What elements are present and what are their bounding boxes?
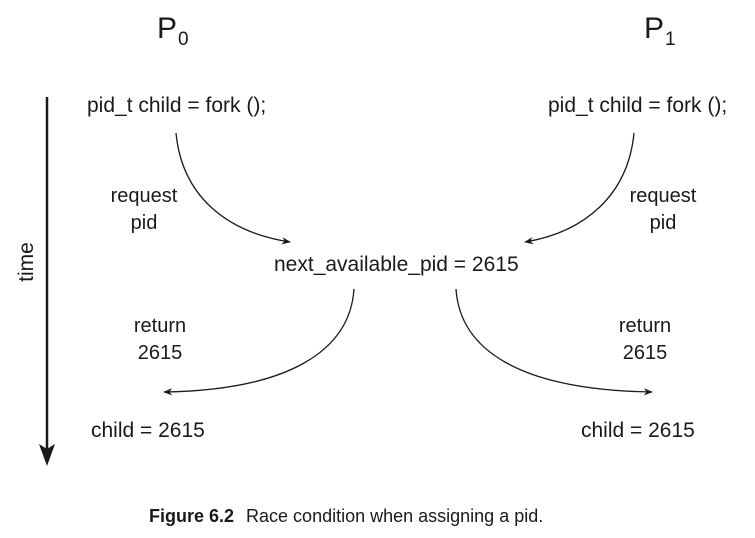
time-axis-arrowhead [39, 444, 55, 466]
p1-request-line1: request [629, 185, 697, 207]
p0-child-result: child = 2615 [91, 419, 205, 442]
p1-child-result: child = 2615 [581, 419, 695, 442]
process-p1-subscript: 1 [665, 29, 676, 50]
p0-return-label: return 2615 [120, 313, 200, 367]
figure-caption: Figure 6.2 Race condition when assigning … [149, 505, 543, 527]
p0-request-line2: pid [130, 212, 158, 234]
time-axis-label: time [14, 242, 38, 282]
figure-caption-text: Race condition when assigning a pid. [246, 506, 544, 526]
process-p1-letter: P [644, 12, 665, 45]
p1-return-line2: 2615 [622, 342, 668, 364]
p1-request-label: request pid [617, 183, 709, 237]
p1-return-arrow [455, 288, 653, 396]
p0-request-label: request pid [98, 183, 190, 237]
next-available-pid-label: next_available_pid = 2615 [274, 253, 519, 276]
p0-return-arrow [163, 288, 355, 396]
p1-fork-code: pid_t child = fork (); [548, 94, 728, 117]
p0-fork-code: pid_t child = fork (); [87, 94, 267, 117]
process-p1-header: P1 [644, 14, 676, 55]
p1-return-label: return 2615 [605, 313, 685, 367]
process-p0-subscript: 0 [178, 29, 189, 50]
p1-request-line2: pid [649, 212, 677, 234]
p1-request-arrow [524, 132, 635, 245]
p1-return-line1: return [618, 315, 672, 337]
process-p0-letter: P [157, 12, 178, 45]
p0-request-arrow [175, 132, 291, 245]
figure-number: Figure 6.2 [149, 506, 235, 526]
p0-return-line2: 2615 [137, 342, 183, 364]
p0-request-line1: request [110, 185, 178, 207]
p0-return-line1: return [133, 315, 187, 337]
process-p0-header: P0 [157, 14, 189, 55]
